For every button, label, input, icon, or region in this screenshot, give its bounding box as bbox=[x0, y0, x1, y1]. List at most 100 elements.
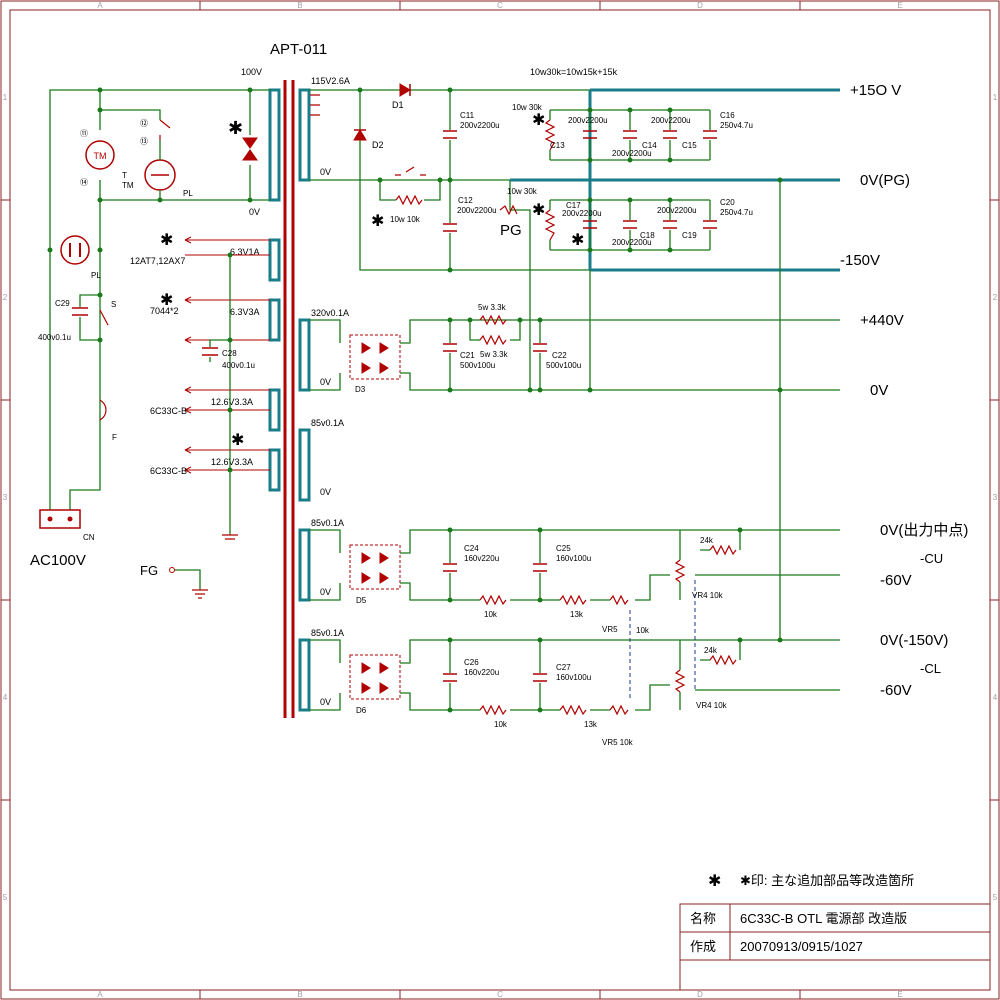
heater-6v3-1a-label: 6.3V1A bbox=[230, 247, 260, 257]
r13-resistor bbox=[544, 119, 556, 151]
timer-motor-symbol bbox=[85, 140, 115, 170]
c24-value: 160v220u bbox=[464, 554, 499, 563]
c28-value: 400v0.1u bbox=[222, 361, 255, 370]
mod-mark-r17: ✱ bbox=[532, 202, 545, 219]
c22-label: C22 bbox=[552, 351, 567, 360]
r-pg-value: 10w 30k bbox=[507, 187, 538, 196]
secondary-115v-label: 115V2.6A bbox=[311, 76, 350, 86]
d2-label: D2 bbox=[372, 140, 384, 150]
bias-u-cap-legs bbox=[449, 530, 541, 600]
primary-100v-label: 100V bbox=[241, 67, 262, 77]
secondary-85v-b-label: 85v0.1A bbox=[311, 518, 344, 528]
pg-label: PG bbox=[500, 222, 522, 239]
pilot-lamp-label: PL bbox=[183, 189, 193, 198]
timer-tm-label: TM bbox=[122, 181, 134, 190]
modification-note: ✱ ✱印: 主な追加部品等改造箇所 bbox=[708, 873, 914, 890]
outlet-pl-label: PL bbox=[91, 271, 101, 280]
d5-bridge-box bbox=[349, 544, 401, 590]
hv-winding-taps bbox=[310, 94, 320, 116]
bias-upper-section: D5 10k 13k 24k VR4 10k VR5 10k C24 160v2… bbox=[309, 522, 968, 635]
heater-ground-symbol bbox=[222, 534, 238, 540]
c13-label: C13 bbox=[550, 141, 565, 150]
row-label-5: 5 bbox=[3, 893, 8, 902]
heater-6v3-1a-winding bbox=[268, 238, 281, 282]
d1-label: D1 bbox=[392, 100, 404, 110]
d1-diode bbox=[399, 83, 411, 97]
frame-ground-symbol bbox=[192, 589, 208, 599]
heater-6v3-3a-label: 6.3V3A bbox=[230, 307, 260, 317]
heater-section: 12AT7,12AX7 7044*2 6C33C-B 6C33C-B ✱ ✱ ✱… bbox=[130, 232, 270, 540]
primary-return-wire bbox=[69, 199, 270, 510]
c15-label: C15 bbox=[682, 141, 697, 150]
secondary-320v-winding bbox=[298, 318, 311, 392]
heater-12v6-b-winding bbox=[268, 448, 281, 492]
c26-label: C26 bbox=[464, 658, 479, 667]
c13-value: 200v2200u bbox=[568, 116, 608, 125]
out-cu-label: -CU bbox=[920, 551, 943, 566]
primary-junctions bbox=[47, 87, 253, 343]
b440-junctions bbox=[447, 177, 783, 643]
primary-0v-label: 0V bbox=[249, 207, 260, 217]
row-label-3-right: 3 bbox=[993, 493, 998, 502]
b440-parallel-wire bbox=[469, 320, 521, 341]
b440-r1: 5w 3.3k bbox=[478, 303, 507, 312]
c29-label: C29 bbox=[55, 299, 70, 308]
col-label-b-bottom: B bbox=[297, 990, 302, 999]
pin-11-label: ⑪ bbox=[80, 129, 88, 138]
c16-label: C16 bbox=[720, 111, 735, 120]
out-minus-150: -150V bbox=[840, 252, 880, 269]
col-label-e: E bbox=[897, 1, 902, 10]
frame-ground-label: FG bbox=[140, 563, 158, 578]
timer-t-label: T bbox=[122, 171, 127, 180]
b440-winding-wires bbox=[309, 319, 341, 391]
hv-junctions bbox=[357, 87, 673, 273]
fuse-symbol bbox=[99, 399, 107, 421]
hv-section: 10w30k=10w15k+15k D1 D2 ✱ 10w 10k C11 20… bbox=[309, 67, 910, 390]
bias-u-r13k: 13k bbox=[570, 610, 584, 619]
bias-u-r10k: 10k bbox=[484, 610, 498, 619]
vr5-u-value: 10k bbox=[636, 626, 650, 635]
bias-u-output-wire bbox=[679, 530, 840, 600]
col-label-a-bottom: A bbox=[97, 990, 103, 999]
ac-input-label: AC100V bbox=[30, 552, 86, 569]
upper-bank-caps bbox=[583, 130, 717, 139]
note-mark-symbol: ✱ bbox=[708, 873, 721, 890]
out-minus-60-u: -60V bbox=[880, 572, 912, 589]
varistor-symbol bbox=[242, 137, 258, 161]
d6-bridge-diodes bbox=[361, 662, 389, 694]
resistor-formula: 10w30k=10w15k+15k bbox=[530, 67, 618, 77]
heater-tubes-2: 7044*2 bbox=[150, 306, 179, 316]
connector-label: CN bbox=[83, 533, 95, 542]
row-label-5-right: 5 bbox=[993, 893, 998, 902]
c19-value: 200v2200u bbox=[657, 206, 697, 215]
pin-14-label: ⑭ bbox=[80, 178, 88, 187]
b440-bus bbox=[400, 319, 840, 391]
lower-bank-caps bbox=[583, 220, 717, 229]
c27-label: C27 bbox=[556, 663, 571, 672]
b440-section: D3 5w 3.3k 5w 3.3k C21 500v100u C22 500v… bbox=[309, 177, 904, 643]
secondary-320v-label: 320v0.1A bbox=[311, 308, 349, 318]
timer-contact-symbol bbox=[159, 119, 171, 140]
secondary-85v-a-zero: 0V bbox=[320, 487, 331, 497]
pin-12-label: ⑫ bbox=[140, 119, 148, 128]
ac-connector-pin-2 bbox=[67, 516, 73, 522]
col-label-b: B bbox=[297, 1, 302, 10]
note-text: ✱印: 主な追加部品等改造箇所 bbox=[740, 873, 914, 888]
c29-wire-bottom bbox=[79, 317, 100, 341]
bias-u-bus bbox=[400, 529, 840, 601]
out-0v-minus150: 0V(-150V) bbox=[880, 632, 948, 649]
heater-6v3-3a-winding bbox=[268, 298, 281, 342]
c19-label: C19 bbox=[682, 231, 697, 240]
c28-label: C28 bbox=[222, 349, 237, 358]
r-mid-switch bbox=[395, 166, 426, 176]
pg-wire bbox=[509, 180, 531, 390]
c12-value: 200v2200u bbox=[457, 206, 497, 215]
c17-value: 200v2200u bbox=[562, 209, 602, 218]
mod-mark-r13: ✱ bbox=[532, 112, 545, 129]
bias-u-resistors bbox=[479, 594, 629, 606]
primary-winding bbox=[268, 88, 281, 202]
out-0v-mid: 0V(出力中点) bbox=[880, 522, 968, 539]
primary-circuit: TM T TM ⑪ ⑭ ⑫ ⑬ PL ✱ PL C29 400v0.1u S bbox=[30, 87, 270, 599]
c25-label: C25 bbox=[556, 544, 571, 553]
